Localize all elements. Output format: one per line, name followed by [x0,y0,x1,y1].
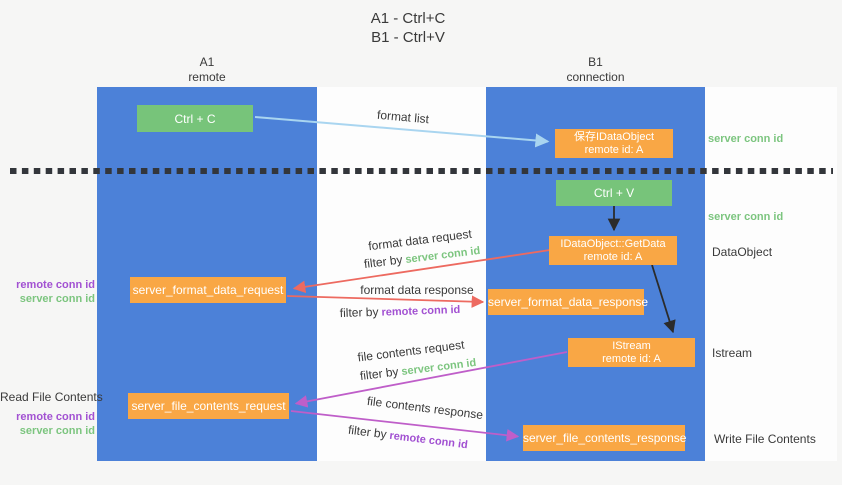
column-b1-role: connection [566,70,625,84]
remote-conn-id-left-label-2: remote conn id [16,411,95,423]
diagram-title: A1 - Ctrl+C B1 - Ctrl+V [288,9,528,47]
save-idataobject-line1: 保存IDataObject [573,130,655,143]
istream-line1: IStream [612,339,651,352]
format-request-conn-ids-group: remote conn id server conn id [0,278,95,306]
server-conn-id-top-label: server conn id [708,133,784,145]
save-idataobject-node: 保存IDataObject remote id: A [555,129,673,158]
ctrl-c-node: Ctrl + C [137,105,253,132]
column-a1-name: A1 [199,55,215,69]
column-header-a1: A1 remote [97,55,317,85]
dataobject-label: DataObject [712,245,773,259]
write-file-contents-label: Write File Contents [714,432,816,446]
istream-node: IStream remote id: A [568,338,695,367]
istream-side-label: Istream [712,346,753,360]
column-header-b1: B1 connection [486,55,705,85]
server-file-contents-response-label: server_file_contents_response [523,431,687,445]
server-file-contents-response-node: server_file_contents_response [523,425,687,451]
server-conn-id-left-label: server conn id [19,293,95,305]
server-file-contents-request-label: server_file_contents_request [131,399,286,413]
getdata-line1: IDataObject::GetData [560,237,666,250]
column-b1-name: B1 [588,55,603,69]
server-file-contents-request-node: server_file_contents_request [128,393,289,419]
server-format-data-request-node: server_format_data_request [130,277,286,303]
ctrl-c-label: Ctrl + C [174,111,216,126]
server-format-data-response-node: server_format_data_response [488,289,649,315]
server-format-data-request-label: server_format_data_request [132,283,284,297]
server-conn-id-left-label-2: server conn id [19,425,95,437]
server-format-data-response-label: server_format_data_response [488,295,649,309]
read-file-contents-group: Read File Contents remote conn id server… [0,390,103,438]
column-a1-role: remote [188,70,226,84]
title-line-2: B1 - Ctrl+V [371,29,445,46]
ctrl-v-node: Ctrl + V [556,180,672,206]
server-conn-id-mid-label: server conn id [708,211,784,223]
istream-line2: remote id: A [602,352,661,365]
read-file-contents-label: Read File Contents [0,390,103,404]
save-idataobject-line2: remote id: A [584,143,644,156]
format-data-response-label: format data response [360,283,474,297]
remote-conn-id-left-label: remote conn id [16,279,95,291]
idataobject-getdata-node: IDataObject::GetData remote id: A [549,236,677,265]
title-line-1: A1 - Ctrl+C [370,10,446,27]
filter-by-text: filter by [339,304,379,321]
ctrl-v-label: Ctrl + V [593,186,635,200]
getdata-line2: remote id: A [583,250,643,263]
